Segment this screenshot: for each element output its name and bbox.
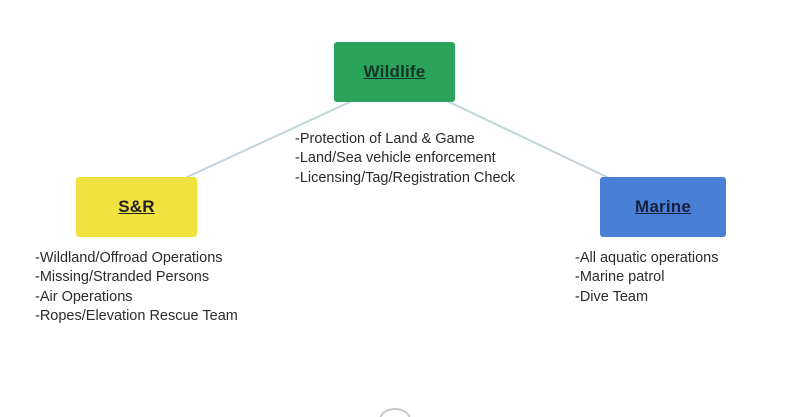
node-marine-label: Marine: [635, 197, 691, 216]
node-sr[interactable]: S&R: [76, 177, 197, 237]
node-sr-label: S&R: [118, 197, 155, 216]
sr-detail-item: -Missing/Stranded Persons: [35, 269, 210, 286]
node-wildlife[interactable]: Wildlife: [334, 42, 455, 102]
wildlife-detail-item: -Licensing/Tag/Registration Check: [295, 169, 516, 186]
sr-detail-item: -Wildland/Offroad Operations: [35, 250, 223, 266]
node-marine[interactable]: Marine: [600, 177, 726, 237]
marine-detail-item: -Marine patrol: [575, 269, 665, 286]
node-wildlife-label: Wildlife: [363, 62, 426, 81]
sr-detail-list: -Wildland/Offroad Operations -Missing/St…: [35, 249, 238, 327]
marine-detail-list: -All aquatic operations -Marine patrol -…: [575, 249, 718, 307]
partial-ellipse-shape: [379, 408, 411, 417]
marine-detail-item: -Dive Team: [575, 288, 649, 305]
wildlife-detail-item: -Protection of Land & Game: [295, 131, 475, 147]
sr-detail-item: -Air Operations: [35, 288, 133, 305]
wildlife-detail-item: -Land/Sea vehicle enforcement: [295, 150, 496, 167]
marine-detail-item: -All aquatic operations: [575, 250, 719, 266]
sr-detail-item: -Ropes/Elevation Rescue Team: [35, 308, 238, 325]
wildlife-detail-list: -Protection of Land & Game -Land/Sea veh…: [295, 130, 515, 188]
